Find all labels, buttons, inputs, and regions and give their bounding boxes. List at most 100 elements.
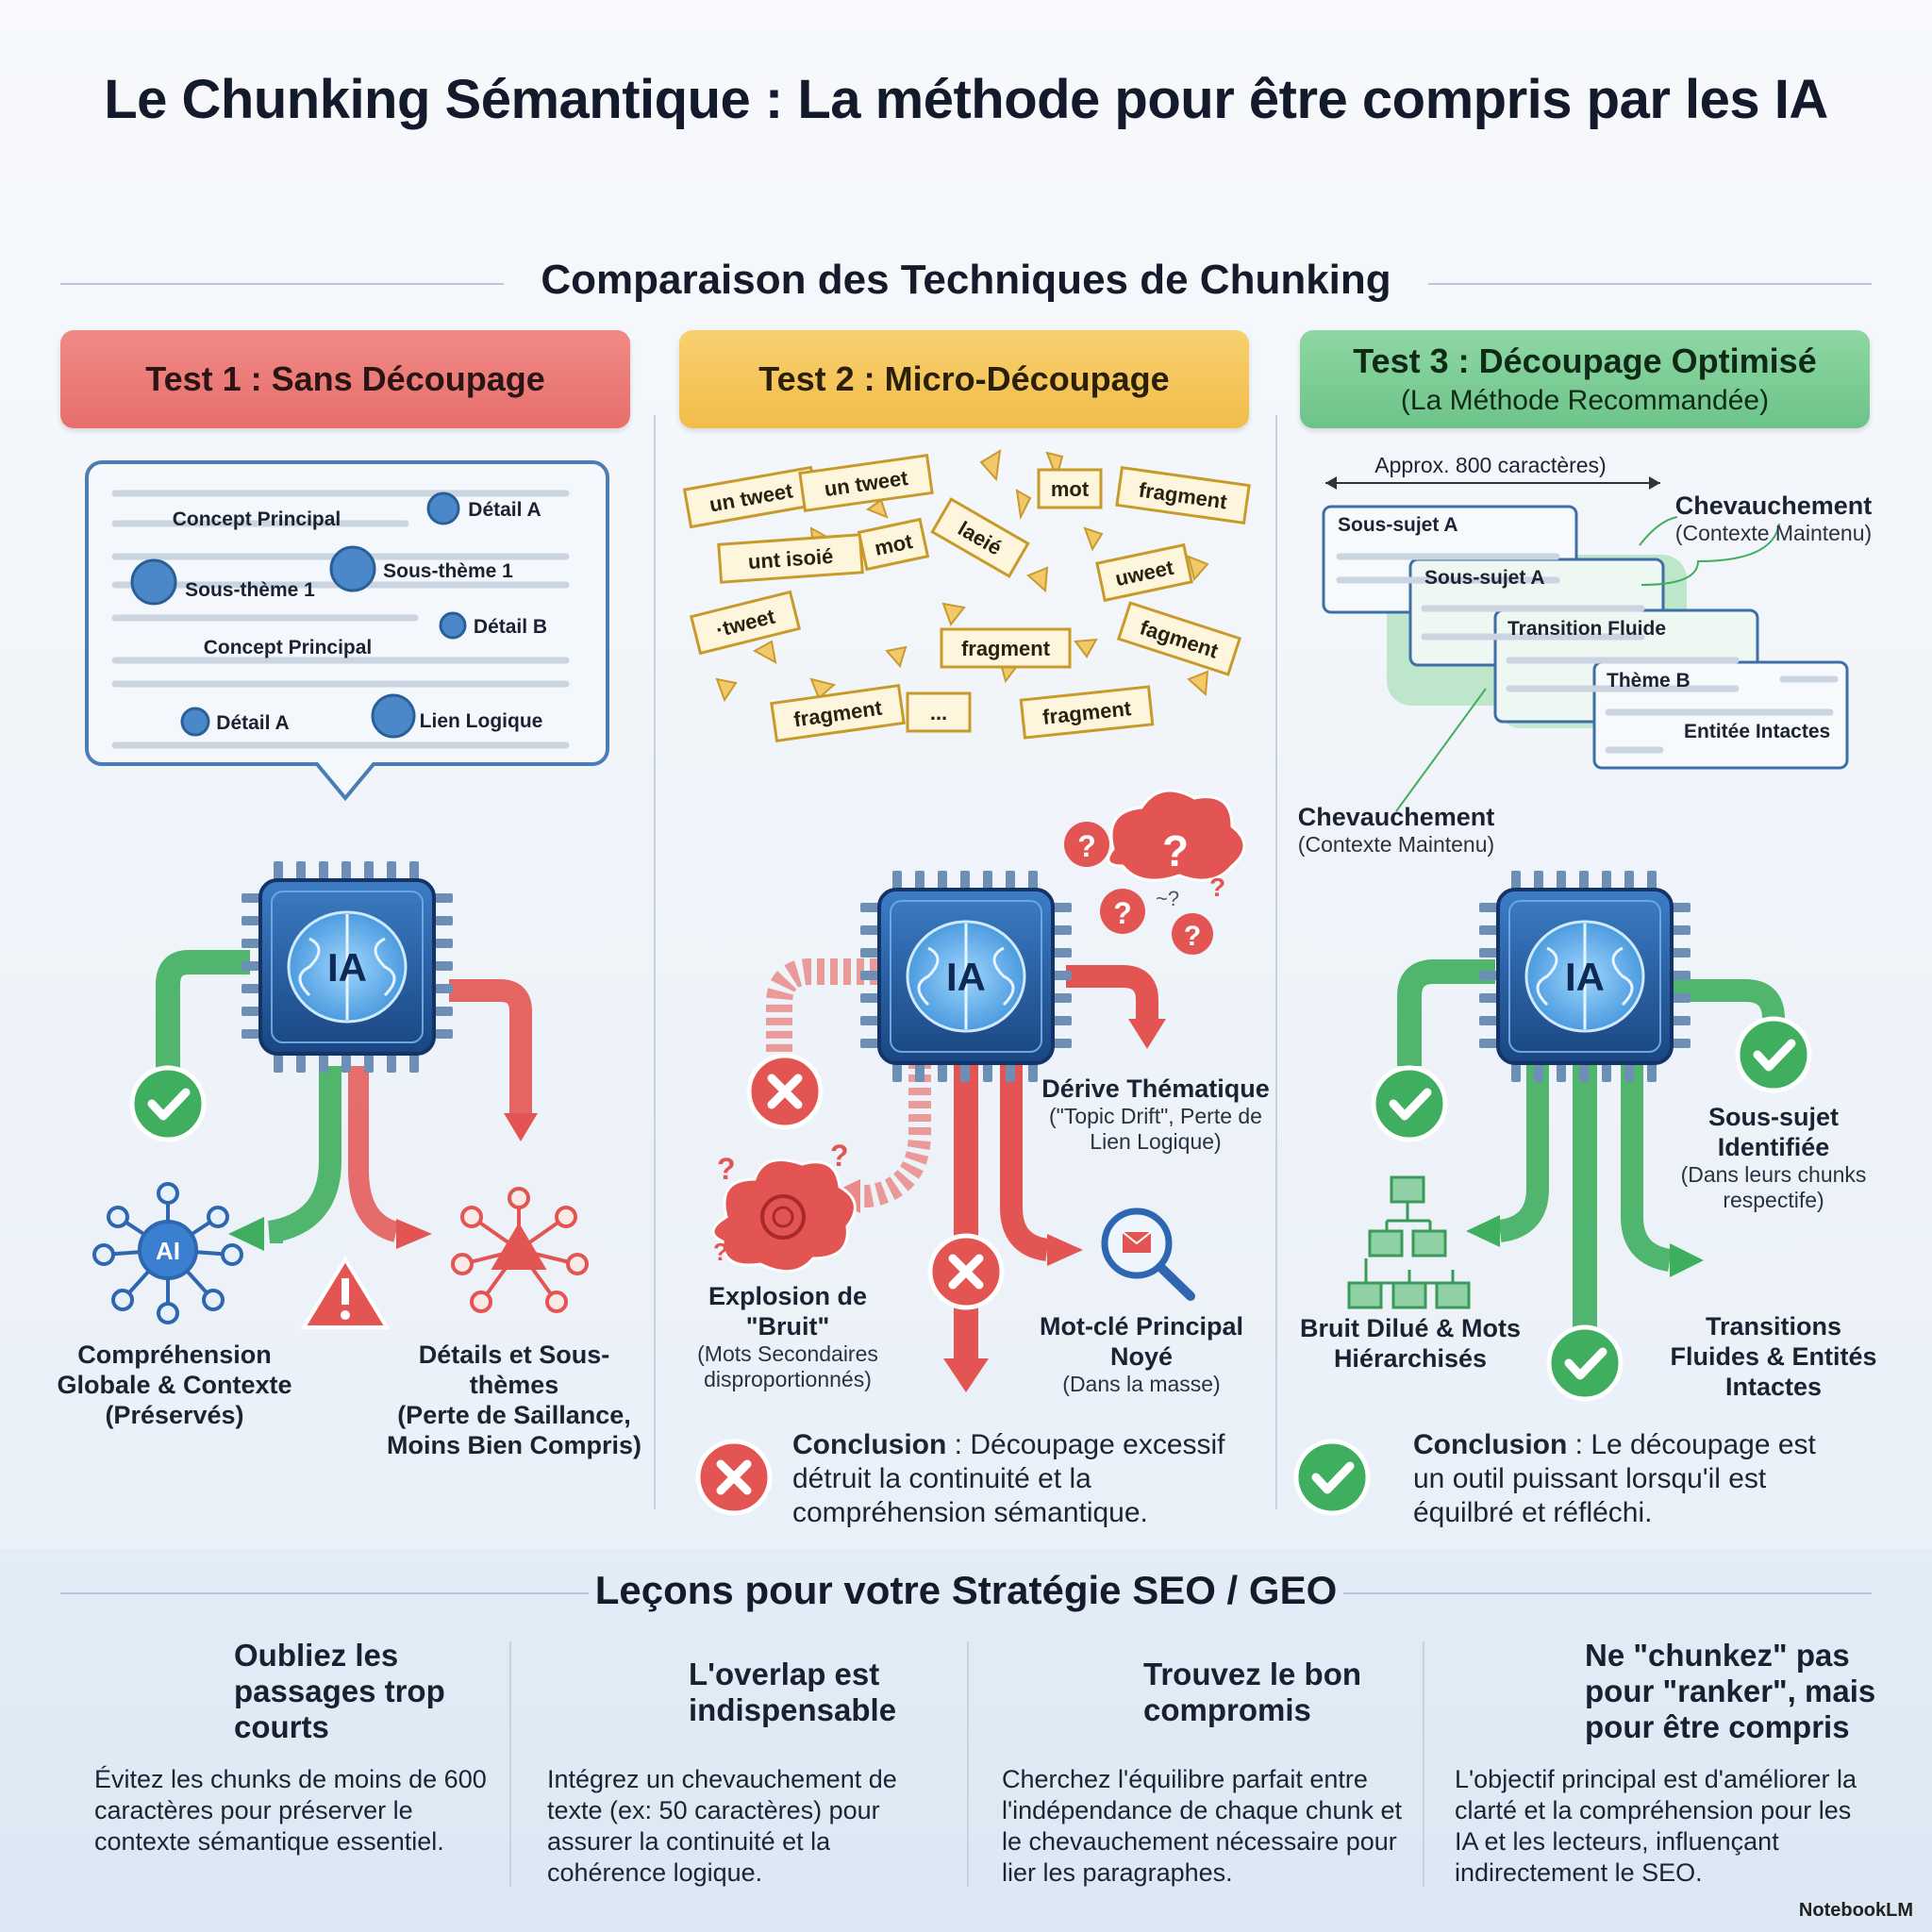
doc-label: Détail A xyxy=(468,499,541,521)
doc-label: Sous-thème 1 xyxy=(185,579,315,601)
fragment-label: unt isoié xyxy=(717,533,864,584)
doc-label: Concept Principal xyxy=(173,508,341,530)
doc-label: Sous-thème 1 xyxy=(383,560,513,582)
test-3-conclusion: Conclusion : Le découpage est un outil p… xyxy=(1413,1429,1816,1528)
doc-label: Détail B xyxy=(474,616,547,638)
hierarchy-icon xyxy=(1347,1175,1471,1309)
explosion-icon: ? ? ? xyxy=(711,1139,857,1274)
check-icon xyxy=(1296,1441,1368,1513)
fragment-label: fragment xyxy=(1019,685,1155,740)
fragment-label: un tweet xyxy=(798,454,934,512)
lesson-text: Cherchez l'équilibre parfait entre l'ind… xyxy=(1002,1765,1402,1887)
lesson-2: L'overlap est indispensable xyxy=(689,1657,943,1728)
lesson-title: Ne "chunkez" pas pour "ranker", mais pou… xyxy=(1585,1638,1876,1744)
svg-text:?: ? xyxy=(1077,829,1096,863)
test-3-heading: Test 3 : Découpage Optimisé (La Méthode … xyxy=(1300,330,1870,428)
fragment-label: ... xyxy=(906,691,972,733)
network-icon xyxy=(92,1182,243,1324)
warning-icon xyxy=(300,1256,391,1329)
svg-text:?: ? xyxy=(1113,896,1132,930)
svg-text:?: ? xyxy=(1184,921,1201,952)
chunk-size-label: Approx. 800 caractères) xyxy=(1374,453,1607,477)
magnifier-icon xyxy=(1101,1208,1195,1301)
lesson-title: Oubliez les passages trop courts xyxy=(234,1638,445,1744)
check-icon xyxy=(1374,1068,1445,1140)
test-3-flow-arrows xyxy=(1397,959,1785,1330)
lesson-text: L'objectif principal est d'améliorer la … xyxy=(1455,1765,1857,1887)
doc-label: Lien Logique xyxy=(420,710,543,732)
divider xyxy=(1343,1592,1872,1594)
fragment-label: fagment xyxy=(1116,601,1242,676)
fragment-label: laeié xyxy=(930,497,1030,578)
fragment-label: un tweet xyxy=(682,465,820,529)
lesson-title: L'overlap est indispensable xyxy=(689,1657,897,1727)
column-divider xyxy=(1423,1641,1424,1887)
outcome-label: Mot-clé Principal Noyé(Dans la masse) xyxy=(1039,1312,1244,1396)
svg-text:~?: ~? xyxy=(1156,887,1179,910)
chunk-label: Thème B xyxy=(1607,670,1690,691)
svg-text:...: ... xyxy=(930,701,947,724)
cross-icon xyxy=(930,1236,1002,1307)
svg-text:?: ? xyxy=(1209,873,1225,902)
chunk-label: Transition Fluide xyxy=(1507,618,1667,640)
svg-text:?: ? xyxy=(713,1238,728,1266)
chunk-label: Entitée Intactes xyxy=(1684,721,1831,742)
test-2-conclusion: Conclusion : Découpage excessif détruit … xyxy=(792,1429,1225,1528)
doc-label: Détail A xyxy=(216,712,289,734)
divider xyxy=(60,1592,589,1594)
lesson-3: Trouvez le bon compromis xyxy=(1143,1657,1398,1728)
confusion-icon: ? ? ? ? ? ~? xyxy=(1064,789,1246,955)
lesson-title: Trouvez le bon compromis xyxy=(1143,1657,1362,1727)
lesson-1: Oubliez les passages trop courts xyxy=(234,1638,489,1745)
chunk-diagram xyxy=(1322,476,1849,812)
check-icon xyxy=(1549,1327,1621,1399)
outcome-label: Transitions Fluides & Entités Intactes xyxy=(1670,1312,1877,1401)
test-2-heading: Test 2 : Micro-Découpage xyxy=(679,330,1249,428)
chunk-label: Sous-sujet A xyxy=(1338,514,1458,536)
broken-network-icon xyxy=(451,1187,589,1313)
chunk-label: Sous-sujet A xyxy=(1424,567,1545,589)
network-label: AI xyxy=(156,1237,180,1265)
test-1-document xyxy=(85,460,609,802)
svg-text:fragment: fragment xyxy=(961,637,1051,660)
outcome-label: Explosion de "Bruit"(Mots Secondaires di… xyxy=(697,1282,878,1391)
lesson-text: Intégrez un chevauchement de texte (ex: … xyxy=(547,1765,897,1887)
overlap-label: Chevauchement(Contexte Maintenu) xyxy=(1674,491,1873,545)
doc-label: Concept Principal xyxy=(204,637,373,658)
lesson-4: Ne "chunkez" pas pour "ranker", mais pou… xyxy=(1585,1638,1887,1745)
chip-label: IA xyxy=(946,955,986,999)
fragment-label: fragment xyxy=(1115,466,1251,525)
column-divider xyxy=(654,415,656,1509)
svg-text:mot: mot xyxy=(1051,477,1090,501)
svg-text:?: ? xyxy=(717,1152,736,1186)
fragment-label: ·tweet xyxy=(689,590,802,656)
page-title: Le Chunking Sémantique : La méthode pour… xyxy=(104,69,1828,130)
outcome-label: Compréhension Globale & Contexte(Préserv… xyxy=(57,1341,292,1429)
outcome-label: Bruit Dilué & Mots Hiérarchisés xyxy=(1300,1314,1521,1373)
fragment-label: mot xyxy=(1037,468,1103,509)
column-divider xyxy=(1275,415,1277,1509)
lesson-text: Évitez les chunks de moins de 600 caract… xyxy=(94,1765,487,1856)
outcome-label: Détails et Sous-thèmes(Perte de Saillanc… xyxy=(386,1341,641,1459)
test-1-heading: Test 1 : Sans Découpage xyxy=(60,330,630,428)
divider xyxy=(1428,283,1872,285)
check-icon xyxy=(132,1068,204,1140)
outcome-label: Dérive Thématique("Topic Drift", Perte d… xyxy=(1041,1074,1270,1154)
outcome-label: Sous-sujet Identifiée(Dans leurs chunks … xyxy=(1680,1103,1867,1212)
column-divider xyxy=(967,1641,969,1887)
test-1-flow-arrows xyxy=(156,950,538,1251)
svg-text:?: ? xyxy=(1162,826,1189,875)
divider xyxy=(60,283,504,285)
cross-icon xyxy=(698,1441,770,1513)
fragment-label: mot xyxy=(857,517,930,572)
fragment-label: uweet xyxy=(1095,542,1193,603)
lessons-panel xyxy=(0,1549,1932,1932)
svg-text:?: ? xyxy=(830,1139,849,1173)
chip-label: IA xyxy=(1565,955,1605,999)
column-divider xyxy=(509,1641,511,1887)
comparison-title: Comparaison des Techniques de Chunking xyxy=(541,257,1391,303)
check-icon xyxy=(1738,1019,1809,1091)
fragment-label: fragment xyxy=(770,684,906,742)
lessons-title: Leçons pour votre Stratégie SEO / GEO xyxy=(594,1568,1338,1612)
